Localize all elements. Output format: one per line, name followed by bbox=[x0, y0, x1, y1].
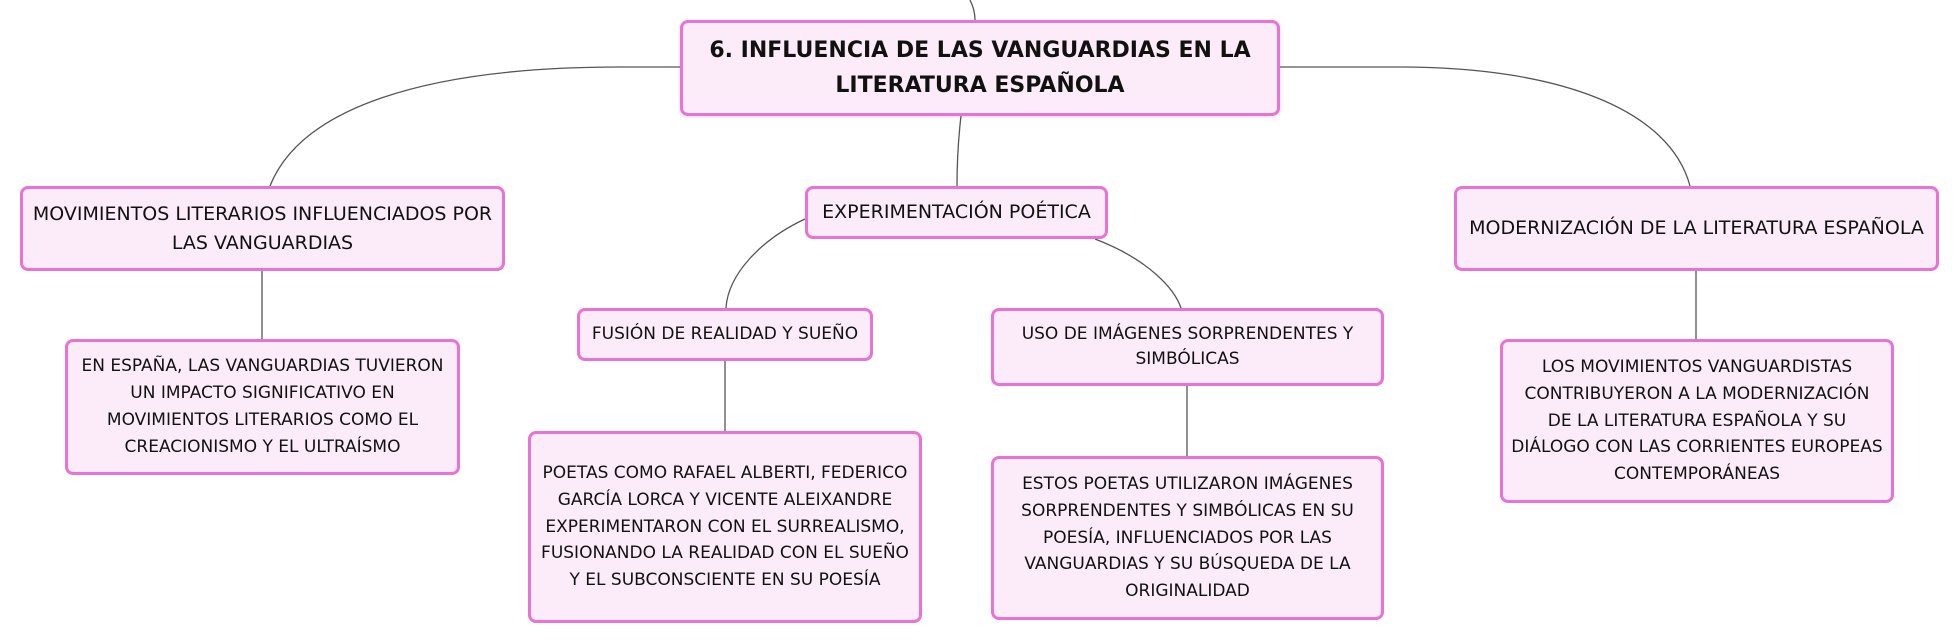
root-topic-label: 6. INFLUENCIA DE LAS VANGUARDIAS EN LA L… bbox=[709, 37, 1251, 98]
connector-root-to-right bbox=[1280, 66, 1691, 187]
connector-root-to-left bbox=[269, 66, 680, 187]
connector-center-to-fusion bbox=[725, 218, 806, 309]
detail-movimientos-literarios-text: EN ESPAÑA, LAS VANGUARDIAS TUVIERON UN I… bbox=[81, 356, 444, 457]
detail-fusion-realidad-sueno[interactable]: POETAS COMO RAFAEL ALBERTI, FEDERICO GAR… bbox=[528, 431, 922, 623]
detail-uso-imagenes[interactable]: ESTOS POETAS UTILIZARON IMÁGENES SORPREN… bbox=[991, 456, 1384, 620]
connector-parent-to-root bbox=[969, 0, 976, 21]
topic-movimientos-literarios-label: MOVIMIENTOS LITERARIOS INFLUENCIADOS POR… bbox=[32, 203, 493, 254]
detail-fusion-realidad-sueno-text: POETAS COMO RAFAEL ALBERTI, FEDERICO GAR… bbox=[541, 462, 909, 591]
subtopic-fusion-realidad-sueno-label: FUSIÓN DE REALIDAD Y SUEÑO bbox=[591, 323, 859, 344]
topic-experimentacion-poetica-label: EXPERIMENTACIÓN POÉTICA bbox=[822, 201, 1091, 224]
topic-modernizacion[interactable]: MODERNIZACIÓN DE LA LITERATURA ESPAÑOLA bbox=[1454, 186, 1939, 271]
topic-modernizacion-label: MODERNIZACIÓN DE LA LITERATURA ESPAÑOLA bbox=[1469, 217, 1924, 240]
topic-movimientos-literarios[interactable]: MOVIMIENTOS LITERARIOS INFLUENCIADOS POR… bbox=[20, 186, 505, 271]
detail-movimientos-literarios[interactable]: EN ESPAÑA, LAS VANGUARDIAS TUVIERON UN I… bbox=[65, 339, 460, 475]
topic-experimentacion-poetica[interactable]: EXPERIMENTACIÓN POÉTICA bbox=[805, 186, 1108, 239]
subtopic-uso-imagenes-label: USO DE IMÁGENES SORPRENDENTES Y SIMBÓLIC… bbox=[1021, 323, 1354, 370]
root-topic[interactable]: 6. INFLUENCIA DE LAS VANGUARDIAS EN LA L… bbox=[680, 20, 1280, 116]
detail-modernizacion-text: LOS MOVIMIENTOS VANGUARDISTAS CONTRIBUYE… bbox=[1511, 356, 1883, 485]
detail-modernizacion[interactable]: LOS MOVIMIENTOS VANGUARDISTAS CONTRIBUYE… bbox=[1500, 339, 1894, 503]
connector-center-to-images bbox=[1094, 238, 1182, 309]
subtopic-fusion-realidad-sueno[interactable]: FUSIÓN DE REALIDAD Y SUEÑO bbox=[577, 308, 873, 361]
subtopic-uso-imagenes[interactable]: USO DE IMÁGENES SORPRENDENTES Y SIMBÓLIC… bbox=[991, 308, 1384, 386]
detail-uso-imagenes-text: ESTOS POETAS UTILIZARON IMÁGENES SORPREN… bbox=[1021, 473, 1354, 602]
connector-root-to-center bbox=[956, 115, 962, 187]
